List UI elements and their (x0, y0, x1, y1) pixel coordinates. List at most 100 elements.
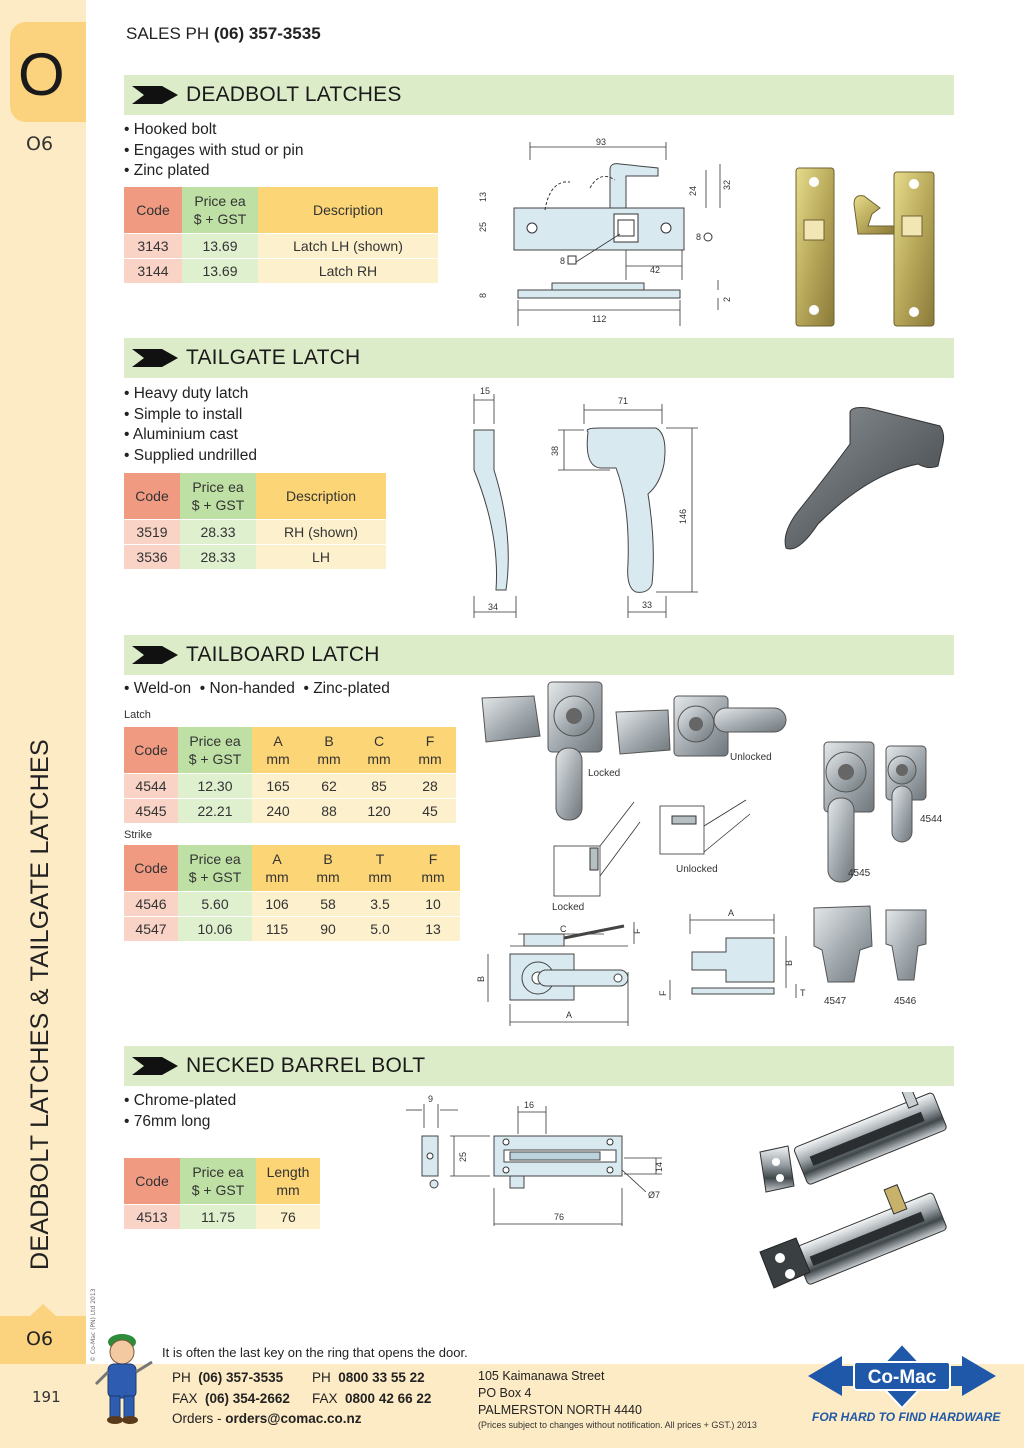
col-header-price: Price ea$ + GST (180, 1158, 256, 1204)
dim-b-strike: B (784, 960, 794, 966)
cell-description: Latch RH (258, 257, 438, 283)
section-title: TAILBOARD LATCH (186, 643, 380, 666)
section-header-tailboard: TAILBOARD LATCH (124, 635, 954, 675)
phone-local[interactable]: (06) 357-3535 (198, 1370, 284, 1385)
cell-c: 85 (354, 772, 404, 798)
dim-93: 93 (596, 137, 606, 147)
phone-freephone[interactable]: 0800 33 55 22 (338, 1370, 425, 1385)
feature-item: Chrome-plated (124, 1091, 237, 1112)
label-locked-sketch: Locked (552, 902, 584, 913)
col-header-price: Price ea$ + GST (182, 187, 258, 233)
dim-8-hole: 8 (696, 232, 701, 242)
cell-price: 13.69 (182, 257, 258, 283)
address-line: PALMERSTON NORTH 4440 (478, 1403, 642, 1417)
dim-112: 112 (592, 314, 606, 324)
dim-42: 42 (650, 265, 660, 275)
dim-14: 14 (654, 1162, 664, 1172)
tailgate-latch-photo (784, 407, 945, 550)
cell-code: 3519 (124, 518, 180, 544)
ph-label: PH (172, 1370, 191, 1385)
dim-38: 38 (550, 446, 560, 456)
dim-8-square: 8 (560, 256, 565, 266)
deadbolt-price-table: Code Price ea$ + GST Description 3143 13… (124, 187, 438, 283)
section-arrow-icon (132, 349, 178, 367)
table-row: 4547 10.06 115 90 5.0 13 (124, 915, 460, 941)
tailgate-technical-drawing: 15 34 71 38 146 33 (473, 386, 698, 618)
section-title: NECKED BARREL BOLT (186, 1054, 426, 1077)
dim-13: 13 (478, 192, 488, 202)
section-header-barrel: NECKED BARREL BOLT (124, 1046, 954, 1086)
label-unlocked: Unlocked (730, 752, 772, 763)
tailgate-price-table: Code Price ea$ + GST Description 3519 28… (124, 473, 386, 569)
dim-71: 71 (618, 396, 628, 406)
cell-a: 165 (252, 772, 304, 798)
table-header-row: Code Price ea$ + GST Description (124, 473, 386, 519)
cell-price: 28.33 (180, 543, 256, 569)
table-row: 4513 11.75 76 (124, 1203, 320, 1229)
cell-f: 45 (404, 797, 456, 823)
orders-label: Orders - (172, 1411, 226, 1426)
orders-email-link[interactable]: orders@comac.co.nz (225, 1411, 362, 1426)
cell-code: 3144 (124, 257, 182, 283)
deadbolt-features: Hooked bolt Engages with stud or pin Zin… (124, 120, 304, 182)
section-arrow-icon (132, 646, 178, 664)
cell-length: 76 (256, 1203, 320, 1229)
cell-description: LH (256, 543, 386, 569)
cell-price: 12.30 (178, 772, 252, 798)
cell-code: 4546 (124, 890, 178, 916)
cell-price: 13.69 (182, 232, 258, 258)
cell-code: 4545 (124, 797, 178, 823)
section-header-deadbolt: DEADBOLT LATCHES (124, 75, 954, 115)
cell-code: 4547 (124, 915, 178, 941)
section-code-bottom: O6 (26, 1328, 54, 1350)
strike-subtitle: Strike (124, 829, 153, 841)
dim-32: 32 (722, 180, 732, 190)
tailgate-features: Heavy duty latch Simple to install Alumi… (124, 384, 257, 466)
table-row: 3143 13.69 Latch LH (shown) (124, 232, 438, 258)
logo-wordmark: Co-Mac (868, 1367, 937, 1388)
postal-address: 105 Kaimanawa Street PO Box 4 PALMERSTON… (478, 1368, 642, 1419)
table-row: 4545 22.21 240 88 120 45 (124, 797, 456, 823)
dim-f-strike: F (658, 990, 668, 996)
col-header-code: Code (124, 727, 178, 773)
cell-t: 3.5 (354, 890, 406, 916)
cell-a: 115 (252, 915, 302, 941)
fax-label: FAX (312, 1390, 338, 1406)
page-number: 191 (32, 1388, 61, 1406)
col-header-code: Code (124, 1158, 180, 1204)
dim-b-latch: B (476, 976, 486, 982)
col-header-code: Code (124, 473, 180, 519)
label-4544: 4544 (920, 814, 943, 825)
col-header-code: Code (124, 845, 178, 891)
dim-a-strike: A (728, 908, 734, 918)
dim-16: 16 (524, 1100, 534, 1110)
cell-description: RH (shown) (256, 518, 386, 544)
barrel-bolt-photo (759, 1092, 947, 1289)
table-row: 4544 12.30 165 62 85 28 (124, 772, 456, 798)
cell-code: 3536 (124, 543, 180, 569)
label-4545: 4545 (848, 868, 871, 879)
dim-dia7: Ø7 (648, 1190, 660, 1200)
col-header-description: Description (256, 473, 386, 519)
dim-146: 146 (678, 509, 688, 524)
sales-phone-number: (06) 357-3535 (213, 24, 321, 43)
cell-b: 90 (302, 915, 354, 941)
cell-t: 5.0 (354, 915, 406, 941)
dim-2: 2 (722, 297, 732, 302)
cell-b: 58 (302, 890, 354, 916)
dim-25: 25 (458, 1152, 468, 1162)
logo-slogan: FOR HARD TO FIND HARDWARE (812, 1410, 1001, 1424)
dim-a-latch: A (566, 1010, 572, 1020)
fax-freephone: 0800 42 66 22 (345, 1390, 432, 1406)
cell-a: 240 (252, 797, 304, 823)
label-unlocked-sketch: Unlocked (676, 864, 718, 875)
dim-f-latch: F (632, 928, 642, 934)
dim-c: C (560, 924, 567, 934)
col-header-description: Description (258, 187, 438, 233)
feature-item: Simple to install (124, 405, 257, 426)
feature-item: Aluminium cast (124, 425, 257, 446)
